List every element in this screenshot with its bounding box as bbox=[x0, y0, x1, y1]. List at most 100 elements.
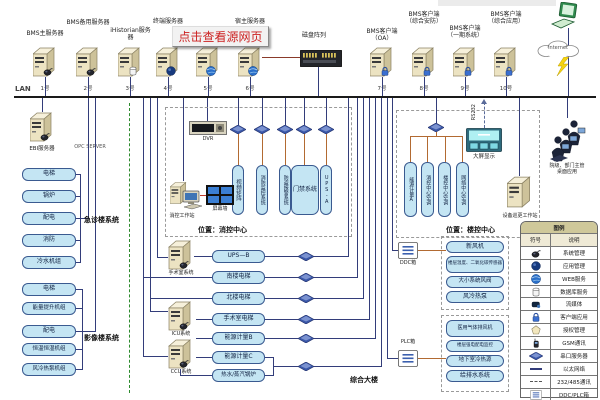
fire-location-label: 位置：消控中心 bbox=[198, 226, 247, 234]
server-label-bms-main: BMS主服务器 bbox=[26, 30, 64, 37]
serial-server-icon bbox=[230, 125, 246, 134]
big-screen-icon bbox=[466, 128, 502, 152]
legend-col-desc: 说明 bbox=[568, 237, 580, 244]
plc-box-icon bbox=[398, 350, 418, 367]
legend-label: 数据库服务 bbox=[560, 289, 588, 296]
ddc-icon bbox=[530, 390, 542, 400]
ddc-label: DDC箱 bbox=[399, 260, 417, 266]
serial-server-icon bbox=[318, 125, 334, 134]
opc-server-label: OPC SERVER bbox=[74, 144, 106, 150]
internet-label: Internet bbox=[548, 45, 568, 51]
lock-icon bbox=[380, 66, 390, 76]
mouse-icon bbox=[179, 320, 189, 330]
auth-icon bbox=[531, 325, 541, 335]
mid-pill: 手术室电梯 bbox=[212, 313, 265, 326]
web-icon bbox=[531, 274, 541, 284]
mouse-icon bbox=[179, 358, 189, 368]
lan-bus bbox=[14, 96, 596, 99]
mid-pill: 热水/蒸汽锅炉 bbox=[212, 369, 265, 382]
subsystem-pill: 电梯 bbox=[22, 168, 76, 181]
serial-server-icon bbox=[298, 362, 314, 371]
disk-array-label: 磁盘阵列 bbox=[301, 32, 326, 39]
serial-server-icon bbox=[254, 125, 270, 134]
patrol-workstation-icon bbox=[507, 176, 533, 208]
legend-label: 客户端应用 bbox=[560, 315, 588, 322]
fire-pill: 防盗报警系统 bbox=[279, 165, 291, 215]
web-icon bbox=[206, 66, 216, 76]
disk-array-icon bbox=[300, 50, 342, 67]
subsystem-pill: 冷水机组 bbox=[22, 256, 76, 269]
cropped-title-remnant bbox=[438, 0, 556, 6]
serial-icon bbox=[529, 352, 543, 360]
ethernet-icon bbox=[529, 367, 542, 370]
group2-title: 影像楼系统 bbox=[84, 334, 119, 342]
serial-server-icon bbox=[298, 252, 314, 261]
lan-label: LAN bbox=[15, 85, 31, 93]
plc-pill: 医用气体排风机 bbox=[446, 320, 504, 337]
rs232-arrow bbox=[481, 99, 487, 104]
legend-title: 图例 bbox=[521, 222, 597, 233]
rs232-line bbox=[484, 102, 485, 128]
server-label-host: 宿主服务器 bbox=[234, 18, 265, 25]
desktop-users-label: 院级、部门主管桌面应用 bbox=[549, 163, 585, 175]
fire-pill: UPS-A bbox=[320, 165, 332, 215]
mouse-icon bbox=[179, 259, 189, 269]
subsystem-pill: 配电 bbox=[22, 212, 76, 225]
subsystem-pill: 电梯 bbox=[22, 283, 76, 296]
floor-pill: 网络中心空调 bbox=[456, 162, 469, 217]
ebi-server-label: EBI服务器 bbox=[29, 146, 55, 152]
client-label-1: BMS客户端（OA） bbox=[366, 28, 398, 42]
floor-pill: 消控中心空调 bbox=[421, 162, 434, 217]
server-label-terminal: 终端服务器 bbox=[152, 18, 183, 25]
legend-label: 授权管理 bbox=[562, 328, 585, 335]
dvr-label: DVR bbox=[202, 136, 214, 142]
subsystem-pill: 恒温恒湿机组 bbox=[22, 343, 76, 356]
client-label-4: BMS客户端（综合应用） bbox=[487, 11, 524, 25]
tooltip[interactable]: 点击查看源网页 bbox=[172, 26, 269, 47]
subsystem-pill: 能量提升机组 bbox=[22, 302, 76, 315]
dvr-icon bbox=[189, 121, 227, 135]
plc-group-box bbox=[441, 315, 509, 392]
floor-pill: 楼控中心空调 bbox=[438, 162, 451, 217]
legend-label: 流媒体 bbox=[565, 302, 583, 309]
ddc-group-box bbox=[441, 236, 509, 310]
legend-label: 以太网络 bbox=[562, 366, 585, 373]
web-icon bbox=[248, 66, 258, 76]
serial-server-icon bbox=[298, 273, 314, 282]
gsm-icon bbox=[531, 338, 541, 348]
lock-icon bbox=[504, 66, 514, 76]
mouse-icon bbox=[43, 66, 53, 76]
lock-icon bbox=[422, 66, 432, 76]
icu-server-label: ICU系统 bbox=[171, 331, 191, 337]
fire-pill: 消防监控系统 bbox=[256, 165, 268, 215]
plc-pill: 给排水系统 bbox=[446, 370, 504, 382]
subsystem-pill: 配电 bbox=[22, 325, 76, 338]
system-icon bbox=[531, 248, 541, 258]
legend-label: 应用管理 bbox=[562, 263, 585, 270]
laptop-icon bbox=[550, 2, 580, 30]
floor-control-box bbox=[396, 110, 540, 238]
mouse-icon bbox=[40, 131, 50, 141]
serial-server-icon bbox=[428, 123, 444, 132]
subsystem-pill: 消防 bbox=[22, 234, 76, 247]
separator-dashed-line bbox=[129, 103, 130, 393]
fire-workstation-label: 消控工作站 bbox=[169, 213, 195, 219]
rs232-label: RS232 bbox=[471, 104, 477, 121]
mid-pill: 北楼电梯 bbox=[212, 292, 265, 305]
server-label-ihistorian: iHistorian服务器 bbox=[110, 27, 151, 41]
legend-label: DDC/PLC箱 bbox=[559, 392, 589, 399]
media-icon bbox=[531, 299, 541, 309]
serial-server-icon bbox=[298, 294, 314, 303]
legend-label: 232/485通讯 bbox=[557, 379, 591, 386]
ddc-box-icon bbox=[398, 242, 418, 259]
legend-label: 串口服务器 bbox=[560, 353, 588, 360]
plc-label: PLC箱 bbox=[400, 339, 416, 345]
fire-control-box bbox=[165, 107, 352, 237]
group1-title: 急诊楼系统 bbox=[84, 216, 119, 224]
subsystem-pill: 风冷热泵机组 bbox=[22, 363, 76, 376]
floor-pill: 能源计量A bbox=[404, 162, 417, 217]
legend-col-symbol: 符号 bbox=[521, 234, 551, 246]
server-label-bms-backup: BMS备用服务器 bbox=[66, 19, 110, 26]
surgery-server-label: 手术室系统 bbox=[168, 270, 194, 276]
